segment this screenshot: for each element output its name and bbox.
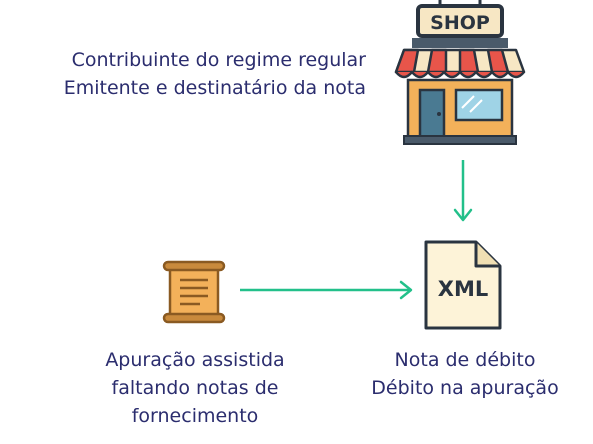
xml-file-icon: XML <box>424 240 502 330</box>
scroll-icon <box>162 260 226 324</box>
shop-sign-text: SHOP <box>430 12 490 34</box>
shop-icon: SHOP <box>394 0 526 145</box>
arrow-scroll-to-document <box>240 280 413 300</box>
document-label-line-2: Débito na apuração <box>371 377 559 399</box>
recipient-label-line-3: fornecimento <box>131 405 259 427</box>
xml-badge-text: XML <box>438 277 488 301</box>
source-label: Contribuinte do regime regular Emitente … <box>64 46 366 102</box>
document-label: Nota de débito Débito na apuração <box>350 346 580 402</box>
recipient-label: Apuração assistida faltando notas de for… <box>60 346 330 430</box>
recipient-label-line-1: Apuração assistida <box>105 349 285 371</box>
arrow-shop-to-document <box>453 160 473 222</box>
recipient-label-line-2: faltando notas de <box>111 377 279 399</box>
source-label-line-1: Contribuinte do regime regular <box>71 49 366 71</box>
source-label-line-2: Emitente e destinatário da nota <box>63 77 366 99</box>
document-label-line-1: Nota de débito <box>394 349 536 371</box>
